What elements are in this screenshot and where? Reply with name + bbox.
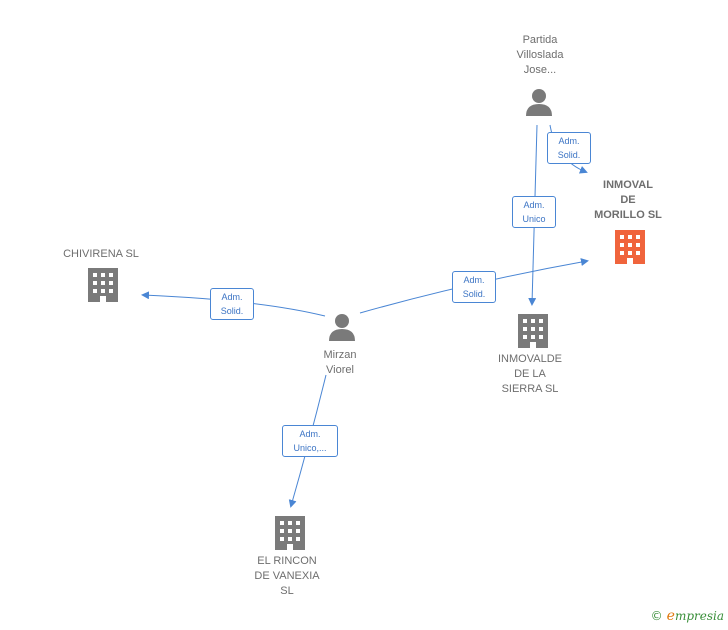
- building-icon[interactable]: [275, 516, 305, 550]
- node-label-inmovalde[interactable]: INMOVALDE DE LA SIERRA SL: [498, 353, 562, 395]
- building-icon[interactable]: [518, 314, 548, 348]
- node-label-mirzan[interactable]: Mirzan Viorel: [323, 349, 357, 376]
- node-label-rincon[interactable]: EL RINCON DE VANEXIA SL: [254, 555, 320, 597]
- node-label-inmoval[interactable]: INMOVAL DE MORILLO SL: [594, 179, 662, 221]
- building-icon[interactable]: [615, 230, 645, 264]
- brand-footer: ©empresia: [651, 608, 724, 624]
- brand-logo-text: mpresia: [674, 609, 724, 623]
- copyright-symbol: ©: [650, 609, 663, 623]
- node-label-chivirena[interactable]: CHIVIRENA SL: [63, 248, 139, 260]
- edge-label-partida-inmovalde: Adm. Unico: [512, 196, 556, 228]
- edge-label-mirzan-rincon: Adm. Unico,...: [282, 425, 338, 457]
- edge-label-partida-inmoval: Adm. Solid.: [547, 132, 591, 164]
- edge-label-mirzan-chivirena: Adm. Solid.: [210, 288, 254, 320]
- brand-logo-initial: e: [666, 608, 675, 624]
- person-icon[interactable]: [526, 89, 552, 116]
- building-icon[interactable]: [88, 268, 118, 302]
- edge-label-mirzan-inmoval: Adm. Solid.: [452, 271, 496, 303]
- person-icon[interactable]: [329, 314, 355, 341]
- node-label-partida[interactable]: Partida Villoslada Jose...: [516, 34, 564, 76]
